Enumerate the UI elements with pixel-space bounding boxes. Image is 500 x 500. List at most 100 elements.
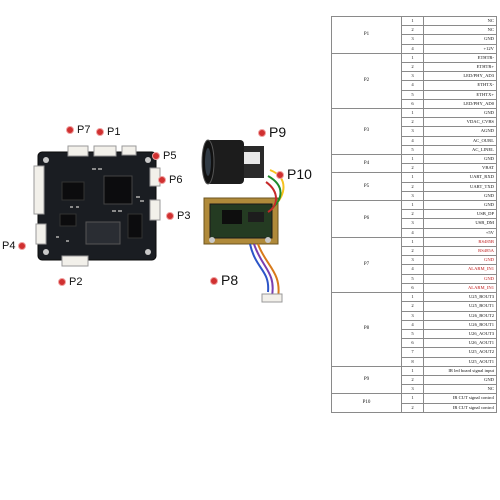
pin-signal-cell: GND	[423, 34, 497, 45]
connector-name-cell: P4	[331, 154, 402, 174]
pin-number-cell: 4	[401, 135, 424, 146]
pin-signal-cell: ETHTR-	[423, 52, 497, 64]
pin-number-cell: 1	[401, 154, 424, 165]
main-pcb	[33, 145, 161, 267]
pin-number-cell: 4	[401, 264, 424, 275]
pin-number-cell: 2	[401, 246, 424, 257]
pin-number-cell: 8	[401, 356, 424, 367]
connector-name-cell: P10	[331, 393, 402, 413]
pin-signal-cell: U25_BOUT1	[423, 301, 497, 312]
board-and-camera-drawing	[33, 139, 285, 303]
pin-signal-cell: NC	[423, 384, 497, 395]
pin-signal-cell: GND	[423, 200, 497, 211]
label-p6: P6	[158, 174, 182, 186]
label-p5: P5	[152, 150, 176, 162]
label-p2: P2	[58, 276, 82, 288]
connector-name-cell: P6	[331, 200, 402, 238]
pin-signal-cell: RS485A	[423, 246, 497, 257]
pin-number-cell: 3	[401, 71, 424, 82]
pin-number-cell: 1	[401, 393, 424, 404]
label-p4: P4	[2, 240, 29, 252]
pin-number-cell: 1	[401, 292, 424, 303]
pin-number-cell: 1	[401, 365, 424, 376]
connector-name-cell: P9	[331, 365, 402, 395]
pin-signal-cell: U25_AOUT2	[423, 347, 497, 358]
pin-number-cell: 3	[401, 218, 424, 229]
pin-signal-cell: +12V	[423, 43, 497, 54]
connector-name-cell: P1	[331, 16, 402, 54]
pin-number-cell: 2	[401, 402, 424, 413]
pin-number-cell: 6	[401, 98, 424, 110]
pin-signal-cell: UART_TXD	[423, 181, 497, 192]
marker-dot-icon	[158, 176, 166, 185]
pin-number-cell: 2	[401, 209, 424, 220]
marker-dot-icon	[18, 242, 27, 251]
pin-number-cell: 2	[401, 25, 424, 36]
marker-dot-icon	[258, 129, 266, 138]
pin-number-cell: 3	[401, 384, 424, 395]
pin-number-cell: 6	[401, 282, 424, 294]
pin-signal-cell: ETHTX-	[423, 80, 497, 91]
label-p3: P3	[166, 210, 190, 222]
pin-signal-cell: UART_RXD	[423, 172, 497, 183]
pin-number-cell: 4	[401, 227, 424, 238]
label-p9: P9	[258, 124, 286, 140]
pin-number-cell: 4	[401, 319, 424, 330]
marker-dot-icon	[58, 278, 66, 287]
pin-signal-cell: U26_BOUT1	[423, 319, 497, 330]
marker-dot-icon	[66, 126, 74, 135]
pin-number-cell: 2	[401, 163, 424, 174]
pin-number-cell: 2	[401, 117, 424, 128]
pin-signal-cell: U26_AOUT3	[423, 328, 497, 340]
pin-number-cell: 5	[401, 89, 424, 100]
pin-number-cell: 3	[401, 126, 424, 137]
pin-signal-cell: LED/PHY_AD3	[423, 71, 497, 82]
pin-number-cell: 1	[401, 15, 424, 27]
label-p10: P10	[276, 166, 312, 182]
pin-signal-cell: VBAT	[423, 163, 497, 174]
label-p8: P8	[210, 272, 238, 288]
pin-signal-cell: IR led board signal input	[423, 365, 497, 376]
pin-signal-cell: +5V	[423, 227, 497, 238]
pin-signal-cell: RS485B	[423, 236, 497, 248]
pin-signal-cell: U25_AOUT1	[423, 356, 497, 367]
pin-number-cell: 3	[401, 310, 424, 321]
pin-number-cell: 7	[401, 347, 424, 358]
pin-signal-cell: NC	[423, 25, 497, 36]
pin-number-cell: 6	[401, 338, 424, 349]
pin-number-cell: 2	[401, 62, 424, 73]
pin-number-cell: 5	[401, 273, 424, 284]
pin-signal-cell: ALARM_IN1	[423, 264, 497, 275]
pin-signal-cell: U26_BOUT2	[423, 310, 497, 321]
pin-signal-cell: ETHTR+	[423, 62, 497, 73]
pin-number-cell: 1	[401, 236, 424, 248]
pin-signal-cell: IR CUT signal control	[423, 402, 497, 413]
pin-signal-cell: U25_BOUT3	[423, 292, 497, 303]
marker-dot-icon	[96, 128, 104, 137]
pin-signal-cell: IR CUT signal control	[423, 393, 497, 404]
pin-number-cell: 2	[401, 374, 424, 386]
pin-signal-cell: U26_AOUT1	[423, 338, 497, 349]
pin-number-cell: 4	[401, 80, 424, 91]
pin-signal-cell: ETHTX+	[423, 89, 497, 100]
label-p1: P1	[96, 126, 120, 138]
pin-signal-cell: LED/PHY_AD0	[423, 98, 497, 110]
pin-number-cell: 2	[401, 301, 424, 312]
connector-name-cell: P2	[331, 52, 402, 110]
pin-signal-cell: AGND	[423, 126, 497, 137]
pin-signal-cell: ALARM_IN1	[423, 282, 497, 294]
connector-name-cell: P3	[331, 108, 402, 156]
pin-number-cell: 1	[401, 52, 424, 64]
pin-number-cell: 5	[401, 144, 424, 156]
